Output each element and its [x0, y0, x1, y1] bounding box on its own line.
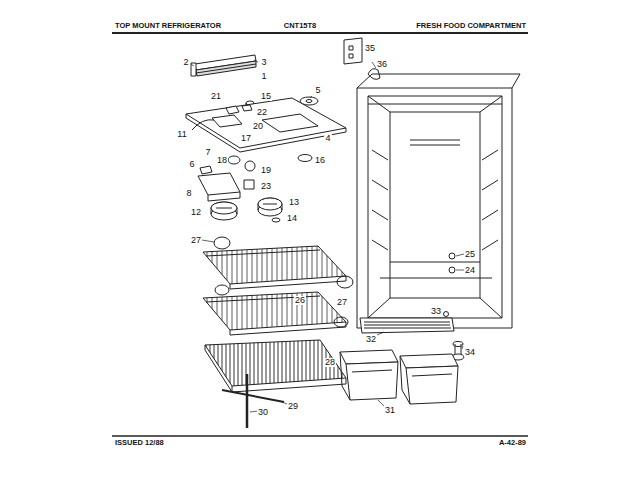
callout-number: 1	[260, 72, 267, 81]
callout-number: 14	[286, 214, 298, 223]
header-rule	[112, 32, 528, 34]
top-liner-plate	[186, 98, 346, 152]
control-knob	[211, 202, 237, 220]
rod	[222, 390, 284, 402]
callout-number: 20	[252, 122, 264, 131]
crisper-drawer	[400, 354, 458, 404]
kick-plate	[360, 318, 454, 333]
callout-number: 36	[376, 60, 388, 69]
lamp-socket	[228, 156, 240, 164]
shelf-support	[337, 276, 353, 288]
callout-number: 26	[294, 296, 306, 305]
callout-number: 4	[324, 134, 331, 143]
callout-number: 2	[182, 58, 189, 67]
rod	[246, 374, 249, 428]
callout-number: 12	[190, 208, 202, 217]
cabinet-liner	[357, 74, 520, 328]
control-box-side	[208, 192, 240, 201]
callout-number: 23	[260, 182, 272, 191]
callout-number: 35	[364, 44, 376, 53]
callout-number: 19	[260, 166, 272, 175]
trim-bar	[191, 55, 256, 76]
switch	[244, 180, 254, 189]
disc-hub	[306, 100, 312, 103]
callout-number: 31	[384, 406, 396, 415]
callout-number: 30	[257, 408, 269, 417]
small-bracket	[200, 166, 212, 174]
callout-number: 15	[260, 92, 272, 101]
plate-hole	[349, 46, 353, 50]
callout-number: 32	[365, 335, 377, 344]
callout-number: 22	[256, 108, 268, 117]
grommet	[298, 155, 312, 162]
callout-number: 21	[210, 92, 222, 101]
plate-hole	[349, 54, 353, 58]
callout-number: 25	[464, 250, 476, 259]
callout-number: 17	[240, 134, 252, 143]
wire-shelf	[203, 246, 346, 289]
shelf-support	[215, 285, 229, 295]
callout-number: 27	[190, 236, 202, 245]
control-knob	[258, 198, 282, 216]
callout-number: 27	[336, 298, 348, 307]
issue-date: ISSUED 12/88	[114, 439, 165, 447]
bracket-plate	[344, 38, 362, 64]
page-code: A-42-89	[498, 439, 527, 447]
callout-number: 18	[216, 156, 228, 165]
wire-shelf	[203, 292, 346, 335]
footer-rule	[112, 435, 528, 436]
callout-number: 13	[288, 198, 300, 207]
sheet-header: TOP MOUNT REFRIGERATOR	[114, 22, 222, 30]
callout-number: 5	[314, 86, 321, 95]
shelf-support	[214, 237, 230, 249]
washer	[272, 218, 280, 222]
control-box	[198, 173, 240, 195]
crisper-cover	[205, 340, 346, 392]
callout-number: 6	[188, 160, 195, 169]
callout-number: 24	[464, 266, 476, 275]
callout-number: 33	[430, 307, 442, 316]
callout-number: 28	[324, 358, 336, 367]
screw	[444, 312, 449, 317]
callout-number: 34	[464, 348, 476, 357]
sheet-header: FRESH FOOD COMPARTMENT	[415, 22, 527, 30]
leader-line	[191, 60, 464, 412]
callout-number: 7	[204, 148, 211, 157]
callout-number: 3	[260, 58, 267, 67]
callout-number: 8	[185, 189, 192, 198]
model-number: CNT15T8	[283, 22, 318, 30]
callout-number: 11	[176, 130, 187, 139]
crisper-drawer	[340, 350, 398, 400]
callout-number: 29	[287, 402, 299, 411]
callout-number: 16	[314, 156, 326, 165]
lamp-bulb	[245, 161, 255, 171]
